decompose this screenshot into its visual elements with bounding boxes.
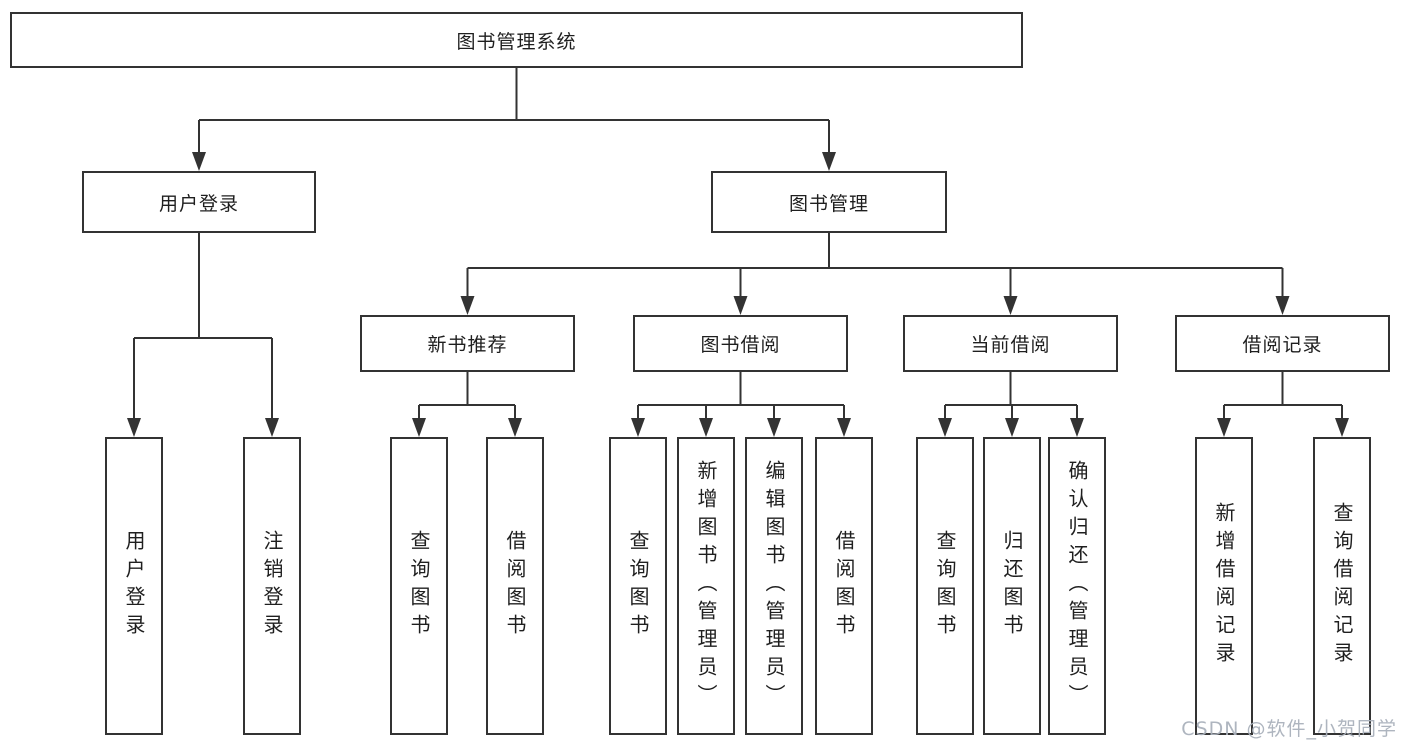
node-label: 查询图书: [407, 530, 431, 642]
node-leaf-add-book-admin: 新增图书（管理员）: [677, 437, 735, 735]
node-label: 图书借阅: [700, 334, 781, 356]
node-label: 借阅图书: [503, 530, 527, 642]
node-new-book-recommend: 新书推荐: [360, 315, 575, 372]
node-label: 注销登录: [260, 530, 284, 642]
node-label: 新书推荐: [427, 334, 508, 356]
node-label: 当前借阅: [970, 334, 1051, 356]
node-leaf-confirm-return-admin: 确认归还（管理员）: [1048, 437, 1106, 735]
csdn-watermark: CSDN @软件_小贺同学: [1181, 718, 1397, 740]
node-label: 确认归还（管理员）: [1065, 460, 1089, 712]
node-borrow-record: 借阅记录: [1175, 315, 1390, 372]
node-label: 归还图书: [1000, 530, 1024, 642]
node-leaf-query-book: 查询图书: [390, 437, 448, 735]
node-label: 图书管理: [788, 192, 869, 215]
node-leaf-return-book: 归还图书: [983, 437, 1041, 735]
node-leaf-user-login: 用户登录: [105, 437, 163, 735]
node-leaf-logout: 注销登录: [243, 437, 301, 735]
node-label: 编辑图书（管理员）: [762, 460, 786, 712]
node-label: 查询图书: [933, 530, 957, 642]
node-user-login-group: 用户登录: [82, 171, 316, 233]
node-leaf-query-borrow-record: 查询借阅记录: [1313, 437, 1371, 735]
node-book-management: 图书管理: [711, 171, 947, 233]
node-label: 用户登录: [122, 530, 146, 642]
node-label: 借阅记录: [1242, 334, 1323, 356]
node-leaf-query-book: 查询图书: [916, 437, 974, 735]
node-leaf-add-borrow-record: 新增借阅记录: [1195, 437, 1253, 735]
node-book-borrow: 图书借阅: [633, 315, 848, 372]
node-leaf-edit-book-admin: 编辑图书（管理员）: [745, 437, 803, 735]
node-library-system: 图书管理系统: [10, 12, 1023, 68]
node-leaf-borrow-book: 借阅图书: [815, 437, 873, 735]
node-label: 查询图书: [626, 530, 650, 642]
node-current-borrow: 当前借阅: [903, 315, 1118, 372]
node-leaf-query-book: 查询图书: [609, 437, 667, 735]
node-label: 图书管理系统: [456, 30, 577, 53]
node-label: 借阅图书: [832, 530, 856, 642]
node-label: 新增图书（管理员）: [694, 460, 718, 712]
node-leaf-borrow-book: 借阅图书: [486, 437, 544, 735]
node-label: 用户登录: [158, 192, 239, 215]
node-label: 查询借阅记录: [1330, 502, 1354, 670]
node-label: 新增借阅记录: [1212, 502, 1236, 670]
